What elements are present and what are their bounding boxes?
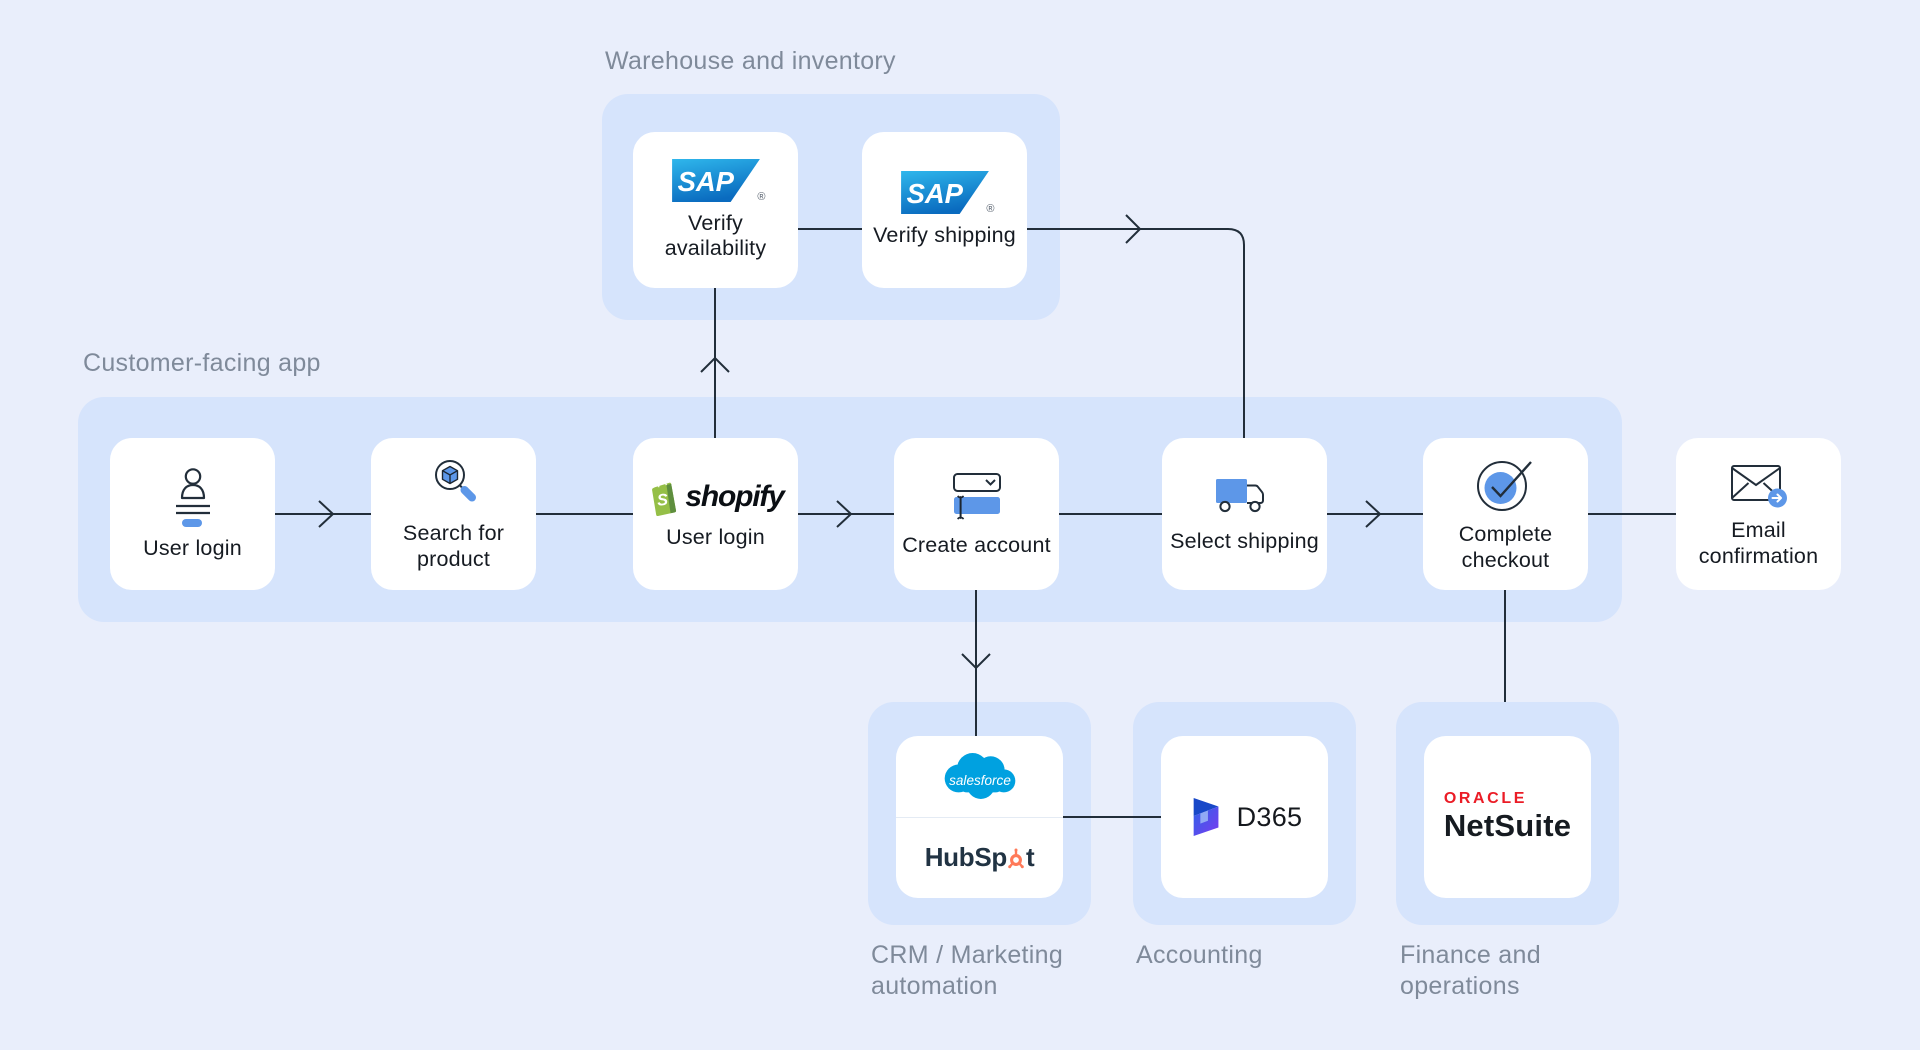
- node-label: Verify shipping: [873, 223, 1016, 248]
- hubspot-logo: HubSp t: [896, 818, 1063, 899]
- shopify-logo: S shopify: [647, 478, 785, 516]
- shopify-monogram: S: [656, 491, 669, 510]
- shopify-wordmark: shopify: [685, 479, 784, 513]
- node-netsuite: ORACLE NetSuite: [1424, 736, 1591, 898]
- node-label: Create account: [902, 532, 1051, 557]
- crm-group-label: CRM / Marketing automation: [871, 941, 1064, 1000]
- sap-logo: SAP ®: [900, 171, 995, 215]
- envelope-send-icon: [1730, 465, 1787, 508]
- node-shopify-login: S shopify User login: [633, 438, 798, 590]
- node-user-login: User login: [110, 438, 275, 590]
- hubspot-sprocket-icon: [1008, 848, 1025, 869]
- node-verify-shipping: SAP ® Verify shipping: [862, 132, 1027, 288]
- salesforce-logo: salesforce: [896, 736, 1063, 817]
- sap-wordmark: SAP: [677, 166, 734, 197]
- truck-icon: [1215, 478, 1264, 512]
- shopify-bag-icon: S: [652, 480, 677, 516]
- hubspot-wordmark-pre: HubSp: [924, 842, 1008, 873]
- customer-app-group-label: Customer-facing app: [83, 349, 321, 377]
- node-d365: D365: [1161, 736, 1328, 898]
- hubspot-wordmark-post: t: [1025, 842, 1035, 873]
- divider: [896, 816, 1063, 818]
- node-complete-checkout: Complete checkout: [1423, 438, 1588, 590]
- node-label: Select shipping: [1170, 528, 1319, 553]
- accounting-group-label: Accounting: [1136, 941, 1263, 969]
- sap-wordmark: SAP: [906, 178, 963, 209]
- oracle-netsuite-logo: ORACLE NetSuite: [1444, 790, 1571, 844]
- node-label: Complete checkout: [1458, 522, 1553, 572]
- node-select-shipping: Select shipping: [1162, 438, 1327, 590]
- d365-label: D365: [1236, 801, 1303, 832]
- customer-app-group: [78, 397, 1622, 622]
- node-search-product: Search for product: [371, 438, 536, 590]
- finance-group-label: Finance and operations: [1400, 941, 1541, 1000]
- salesforce-wordmark: salesforce: [949, 773, 1011, 788]
- sap-logo: SAP ®: [671, 158, 766, 202]
- arrowhead-right-icon: [1125, 214, 1142, 244]
- registered-mark: ®: [757, 190, 766, 203]
- node-label: Search for product: [402, 521, 505, 571]
- netsuite-wordmark: NetSuite: [1443, 808, 1572, 844]
- node-label: User login: [143, 535, 242, 560]
- account-form-icon: [952, 472, 1001, 520]
- node-salesforce-hubspot: salesforce HubSp t: [896, 736, 1063, 898]
- warehouse-group-label: Warehouse and inventory: [605, 47, 896, 75]
- user-login-icon: [175, 468, 210, 527]
- registered-mark: ®: [986, 203, 995, 216]
- checkmark-circle-icon: [1476, 461, 1532, 512]
- node-verify-availability: SAP ® Verify availability: [633, 132, 798, 288]
- search-product-icon: [434, 460, 476, 502]
- node-label: User login: [666, 524, 765, 549]
- dynamics365-logo: [1193, 797, 1219, 837]
- arrowhead-down-icon: [961, 653, 991, 670]
- arrowhead-up-icon: [700, 356, 730, 373]
- node-create-account: Create account: [894, 438, 1059, 590]
- oracle-wordmark: ORACLE: [1443, 789, 1527, 807]
- node-label: Email confirmation: [1698, 518, 1819, 568]
- node-email-confirmation: Email confirmation: [1676, 438, 1841, 590]
- node-label: Verify availability: [664, 210, 767, 260]
